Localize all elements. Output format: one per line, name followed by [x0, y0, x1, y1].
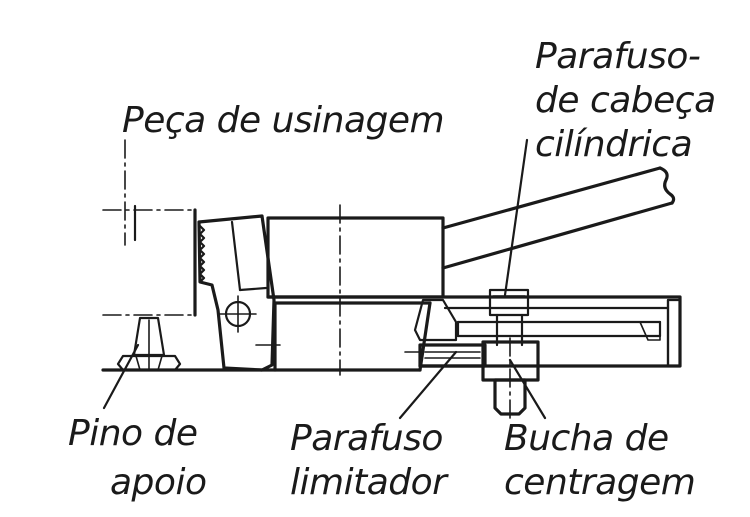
limit-screw [404, 343, 487, 368]
leader-centering-bush [508, 358, 547, 420]
lever-arm [441, 166, 676, 270]
label-centering-bush-line2: centragem [504, 462, 695, 503]
leader-cylinder-screw [503, 138, 529, 297]
label-cylinder-screw-line1: Parafuso- [535, 36, 700, 77]
label-cylinder-screw-line2: de cabeça [535, 80, 716, 121]
clamp-body [266, 204, 445, 376]
label-limit-screw-line2: limitador [290, 462, 449, 503]
label-workpiece: Peça de usinagem [122, 100, 444, 141]
leader-support-pin [102, 343, 140, 410]
centering-bush [481, 337, 540, 419]
label-cylinder-screw-line3: cilíndrica [535, 124, 692, 165]
label-limit-screw-line1: Parafuso [290, 418, 443, 459]
workpiece [102, 139, 197, 317]
hatched-section-right [666, 298, 682, 368]
support-pin [116, 316, 182, 372]
leader-limit-screw [398, 350, 458, 420]
label-centering-bush-line1: Bucha de [504, 418, 669, 459]
label-support-pin-line1: Pino de [68, 413, 198, 454]
cylinder-head-screw [488, 288, 530, 347]
base-plate [413, 295, 682, 368]
label-support-pin-line2: apoio [110, 462, 206, 503]
hatched-section-left [413, 298, 458, 342]
